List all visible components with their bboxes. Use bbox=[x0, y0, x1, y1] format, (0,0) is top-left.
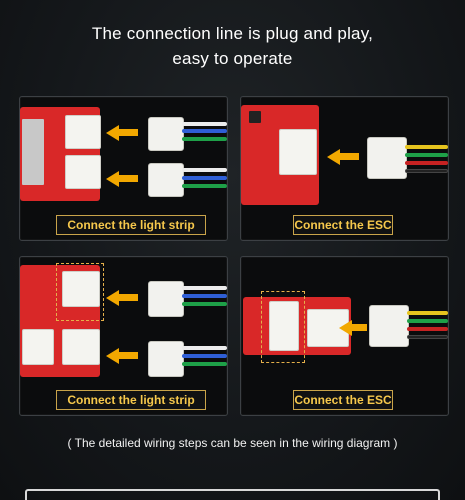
panel-esc-bottom: Connect the ESC bbox=[240, 256, 449, 416]
arrow-left-icon bbox=[106, 348, 119, 364]
wire-plug-2 bbox=[148, 341, 184, 377]
board-connector-1 bbox=[65, 115, 101, 149]
arrow-left-icon bbox=[106, 290, 119, 306]
panel-light-strip-bottom: Connect the light strip bbox=[19, 256, 228, 416]
esc-wire-plug bbox=[367, 137, 407, 179]
esc-wire-plug bbox=[369, 305, 409, 347]
board-connector-1 bbox=[62, 271, 100, 307]
board-connector-2 bbox=[65, 155, 101, 189]
side-connector bbox=[22, 329, 54, 365]
arrow-left-icon bbox=[106, 171, 119, 187]
arrow-left-icon bbox=[106, 125, 119, 141]
board-connector bbox=[279, 129, 317, 175]
wifi-module bbox=[22, 119, 44, 185]
caption-connect-esc: Connect the ESC bbox=[293, 390, 393, 410]
footer-note: ( The detailed wiring steps can be seen … bbox=[67, 436, 398, 450]
arrow-left-icon bbox=[327, 149, 340, 165]
caption-connect-light-strip: Connect the light strip bbox=[56, 390, 206, 410]
headline-line1: The connection line is plug and play, bbox=[91, 24, 374, 43]
panel-esc-top: Connect the ESC bbox=[240, 96, 449, 241]
wire-plug-1 bbox=[148, 281, 184, 317]
caption-connect-esc: Connect the ESC bbox=[293, 215, 393, 235]
arrow-left-icon bbox=[339, 320, 352, 336]
bottom-frame bbox=[25, 489, 440, 500]
board-connector-2 bbox=[62, 329, 100, 365]
wire-plug-2 bbox=[148, 163, 184, 197]
board-connector bbox=[269, 301, 299, 351]
headline-line2: easy to operate bbox=[172, 49, 293, 68]
caption-connect-light-strip: Connect the light strip bbox=[56, 215, 206, 235]
wire-plug-1 bbox=[148, 117, 184, 151]
panel-light-strip-top: Connect the light strip bbox=[19, 96, 228, 241]
